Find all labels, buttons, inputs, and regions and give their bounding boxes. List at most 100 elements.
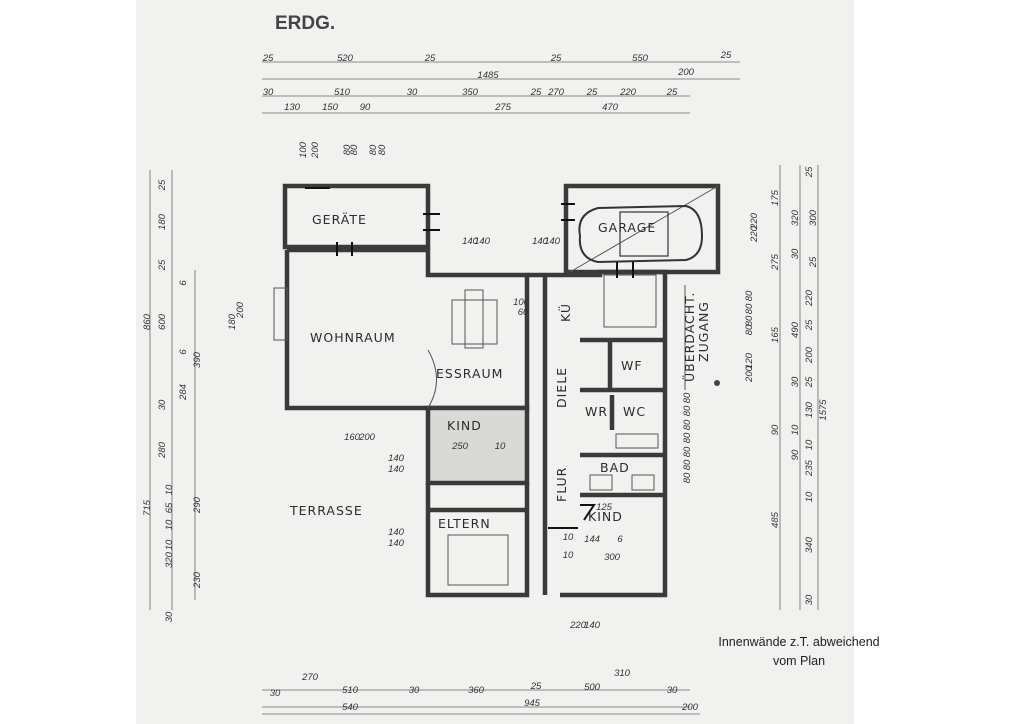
- dimension-label: 125: [596, 502, 613, 513]
- dimension-label: 25: [157, 179, 168, 191]
- room-label-kue: KÜ: [557, 303, 573, 322]
- room-label-wohnraum: WOHNRAUM: [310, 330, 396, 345]
- dimension-label: 180: [227, 313, 238, 330]
- dimension-label: 715: [142, 499, 153, 516]
- dimension-label: 10: [164, 539, 175, 550]
- dimension-label: 500: [584, 682, 601, 693]
- dimension-label: 200: [804, 346, 815, 364]
- dimension-label: 30: [790, 376, 801, 387]
- dimension-label: 30: [407, 87, 418, 98]
- dimension-label: 25: [586, 87, 598, 98]
- dimension-label: 140: [584, 620, 601, 631]
- dimension-label: 150: [322, 102, 339, 113]
- dimension-label: 80: [682, 392, 693, 403]
- dimension-label: 270: [301, 672, 319, 683]
- dimension-lines: [149, 61, 819, 715]
- dimension-label: 220: [804, 289, 815, 307]
- marker-lines: [305, 187, 634, 529]
- dimension-label: 340: [804, 536, 815, 553]
- room-label-bad: BAD: [600, 460, 630, 475]
- dimension-label: 140: [388, 464, 405, 475]
- dimension-label: 10: [495, 441, 506, 452]
- dimension-label: 10: [804, 491, 815, 502]
- dimension-label: 220: [619, 87, 637, 98]
- room-label-flur: FLUR: [554, 467, 569, 502]
- interior-details: [273, 185, 720, 586]
- dimension-label: 200: [744, 365, 755, 383]
- dimension-label: 25: [804, 319, 815, 331]
- dimension-label: 275: [494, 102, 512, 113]
- dimension-label: 140: [462, 236, 479, 247]
- room-label-diele: DIELE: [554, 367, 569, 408]
- plan-note: Innenwände z.T. abweichend vom Plan: [690, 633, 908, 671]
- dimension-label: 390: [192, 351, 203, 368]
- dimension-label: 860: [142, 313, 153, 330]
- dimension-label: 80: [682, 446, 693, 457]
- dimension-label: 30: [804, 594, 815, 605]
- dimension-label: 120: [744, 352, 755, 369]
- dimension-label: 1485: [477, 70, 499, 81]
- dimension-label: 360: [468, 685, 485, 696]
- dimension-label: 25: [157, 259, 168, 271]
- dimension-label: 320: [164, 551, 175, 568]
- dimension-label: 200: [235, 301, 246, 319]
- dimension-label: 25: [530, 87, 542, 98]
- dimension-label: 200: [310, 141, 321, 159]
- dimension-label: 30: [263, 87, 274, 98]
- dimension-label: 90: [770, 424, 781, 435]
- dimension-label: 30: [164, 611, 175, 622]
- room-label-wr: WR: [585, 404, 608, 419]
- dimension-label: 250: [451, 441, 469, 452]
- dimension-label: 80: [682, 432, 693, 443]
- dimension-label: 280: [157, 441, 168, 459]
- dimension-label: 510: [334, 87, 351, 98]
- dimension-label: 140: [388, 527, 405, 538]
- dimension-label: 140: [474, 236, 491, 247]
- room-labels: GERÄTE GARAGE WOHNRAUM ESSRAUM KÜ DIELE …: [289, 212, 711, 531]
- dimension-label: 140: [532, 236, 549, 247]
- dimension-label: 220: [749, 212, 760, 230]
- dimension-label: 25: [530, 681, 542, 692]
- dimension-label: 10: [790, 424, 801, 435]
- dimension-label: 140: [388, 453, 405, 464]
- dimension-label: 100: [513, 297, 530, 308]
- dimension-label: 490: [790, 321, 801, 338]
- dimension-label: 470: [602, 102, 619, 113]
- dimension-label: 6: [617, 534, 623, 545]
- dimension-label: 284: [178, 384, 189, 401]
- dimension-label: 10: [563, 550, 574, 561]
- dimension-label: 945: [524, 698, 541, 709]
- dimension-label: 10: [164, 519, 175, 530]
- dimension-label: 80: [682, 419, 693, 430]
- dimension-label: 30: [667, 685, 678, 696]
- dimension-label: 165: [770, 326, 781, 343]
- dimension-label: 6: [178, 280, 189, 286]
- dimension-label: 290: [192, 496, 203, 514]
- room-label-garage: GARAGE: [598, 220, 656, 235]
- room-label-kind-2: KIND: [588, 509, 623, 524]
- room-label-essraum: ESSRAUM: [436, 366, 503, 381]
- dimension-label: 220: [749, 225, 760, 243]
- dimension-label: 540: [342, 702, 359, 713]
- dimension-label: 320: [790, 209, 801, 226]
- dimension-label: 80: [744, 324, 755, 335]
- dimension-label: 140: [544, 236, 561, 247]
- dimension-label: 270: [547, 87, 565, 98]
- dimension-label: 80: [744, 290, 755, 301]
- dimension-label: 180: [157, 213, 168, 230]
- dimension-label: 175: [770, 189, 781, 206]
- dimension-label: 80: [744, 303, 755, 314]
- dimension-label: 300: [808, 209, 819, 226]
- dimension-label: 200: [358, 432, 376, 443]
- dimension-label: 25: [720, 50, 732, 61]
- dimension-label: 485: [770, 511, 781, 528]
- dimension-label: 60: [518, 307, 529, 318]
- dimension-label: 130: [804, 401, 815, 418]
- plan-note-line-2: vom Plan: [772, 654, 826, 668]
- dimension-label: 10: [164, 484, 175, 495]
- car-icon: [578, 204, 704, 264]
- dimension-label: 100: [298, 141, 309, 158]
